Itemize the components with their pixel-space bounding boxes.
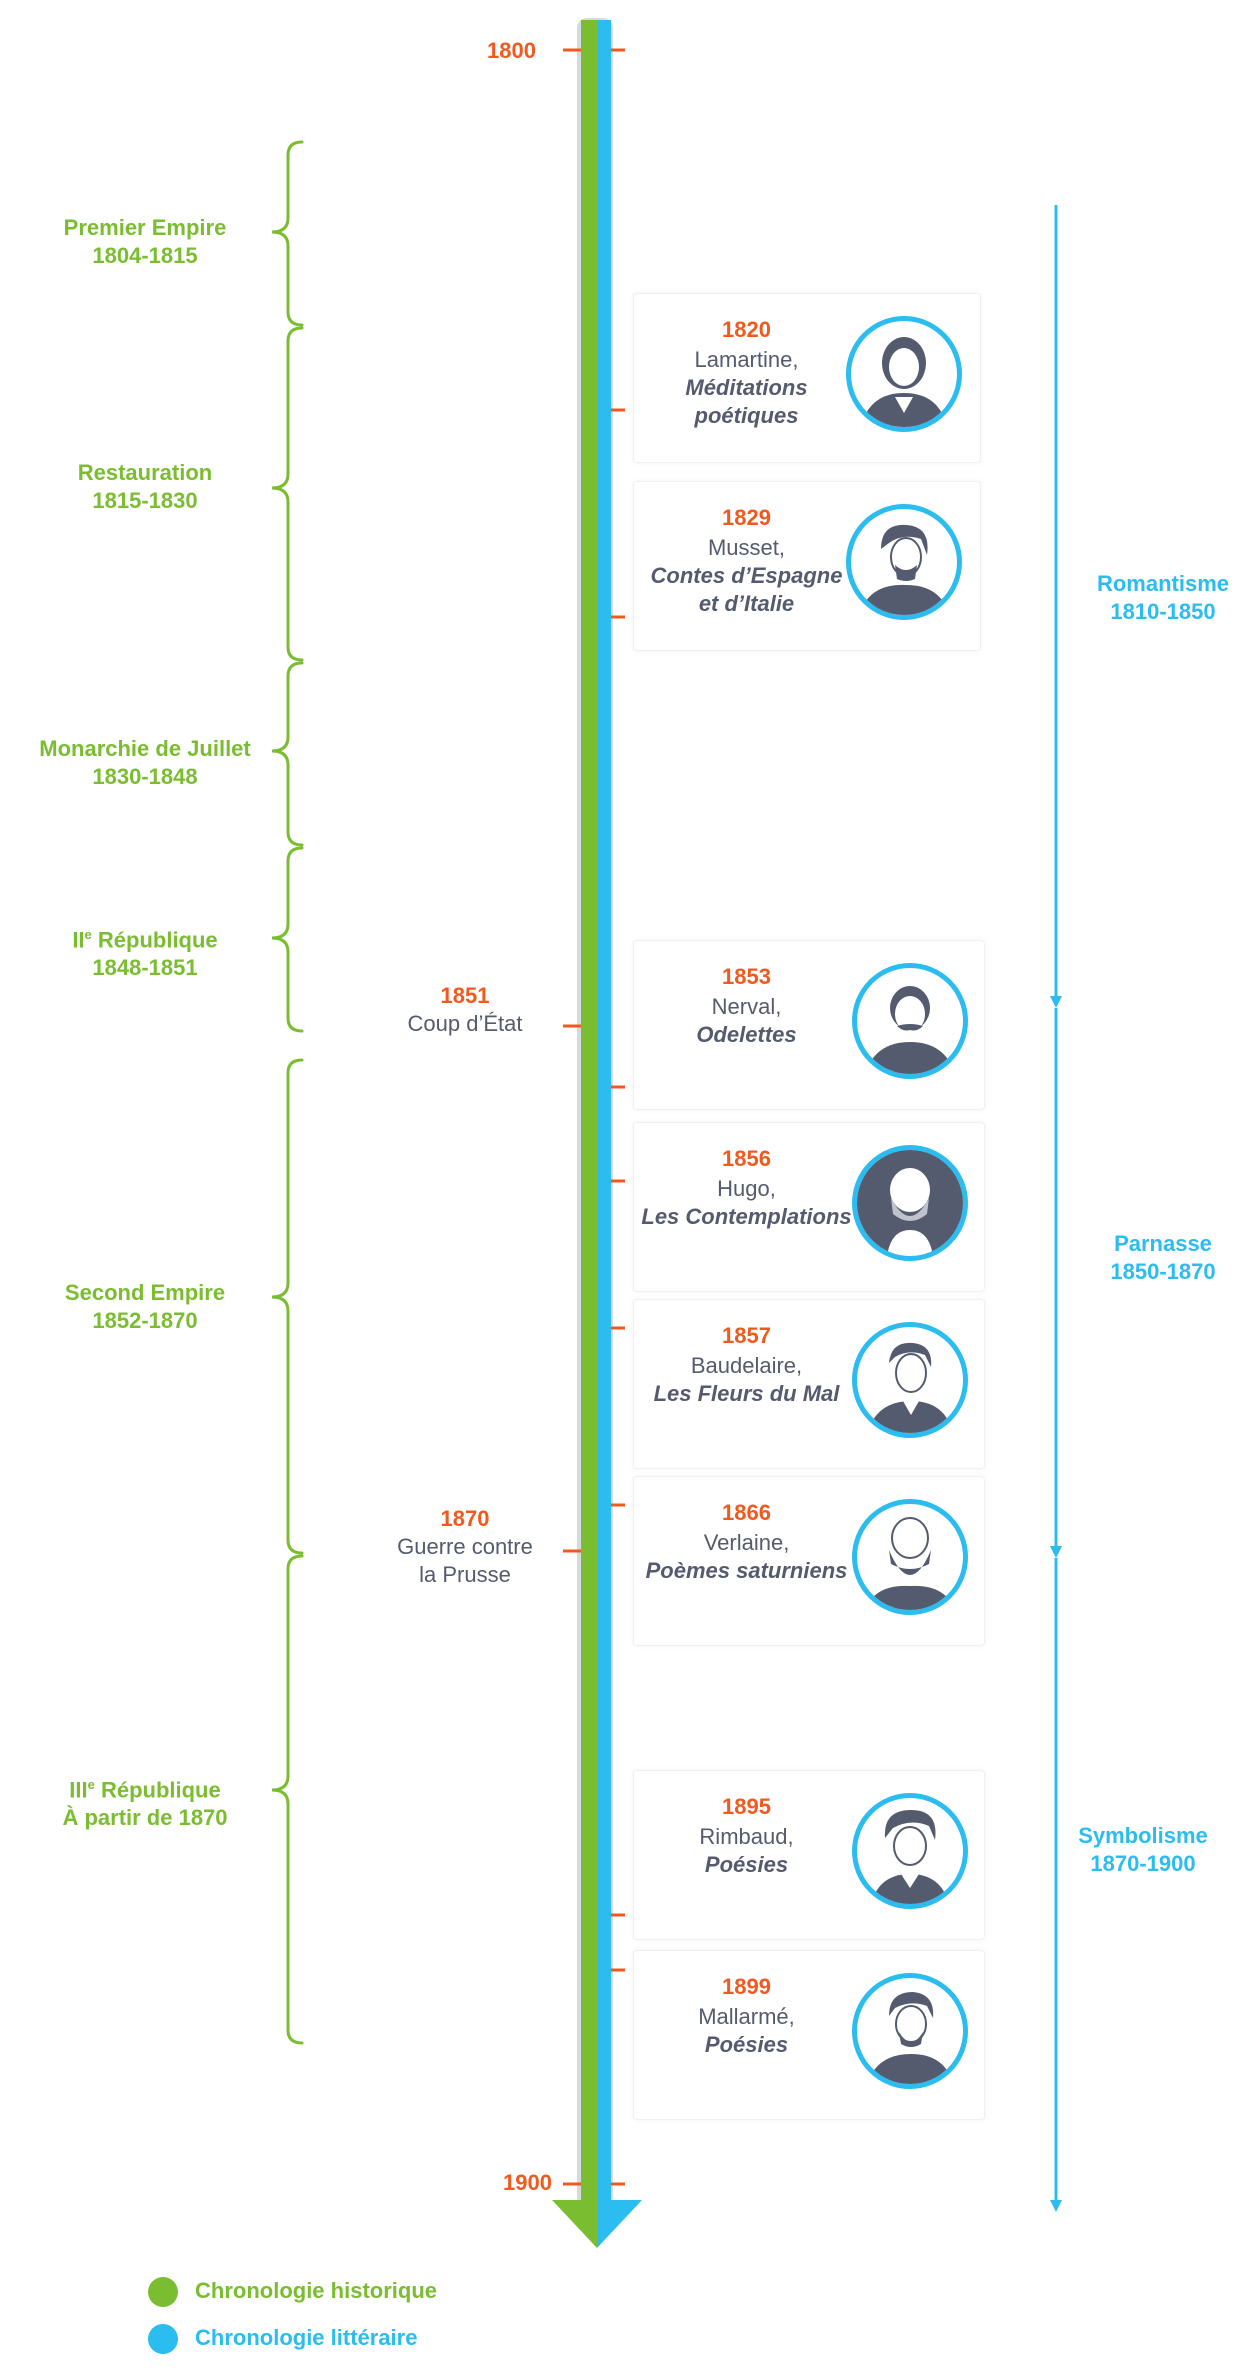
event-guerre-prusse: 1870 Guerre contre la Prusse bbox=[365, 1505, 565, 1589]
movement-symbolisme: Symbolisme 1870-1900 bbox=[1033, 1822, 1253, 1878]
work-title: Poèmes saturniens bbox=[645, 1558, 848, 1583]
period-monarchie-juillet: Monarchie de Juillet 1830-1848 bbox=[20, 735, 270, 791]
movement-romantisme: Romantisme 1810-1850 bbox=[1053, 570, 1256, 626]
portrait-hugo-icon bbox=[852, 1145, 968, 1261]
portrait-baudelaire-icon bbox=[852, 1322, 968, 1438]
event-year: 1851 bbox=[440, 983, 490, 1008]
work-year: 1853 bbox=[722, 964, 771, 989]
period-name: Second Empire bbox=[64, 1280, 226, 1305]
period-name: IIe République bbox=[72, 927, 218, 953]
work-author: Verlaine, bbox=[703, 1530, 790, 1555]
movement-dates: 1870-1900 bbox=[1090, 1851, 1196, 1876]
period-braces bbox=[271, 140, 304, 2045]
event-label: la Prusse bbox=[419, 1562, 511, 1587]
movement-name: Parnasse bbox=[1114, 1231, 1212, 1256]
work-title: Les Contemplations bbox=[641, 1204, 852, 1229]
work-title: poétiques bbox=[694, 403, 799, 428]
portrait-musset-icon bbox=[846, 504, 962, 620]
event-label: Coup d’État bbox=[407, 1011, 523, 1036]
period-premier-empire: Premier Empire 1804-1815 bbox=[20, 214, 270, 270]
work-year: 1829 bbox=[722, 505, 771, 530]
work-year: 1857 bbox=[722, 1323, 771, 1348]
period-dates: 1848-1851 bbox=[92, 955, 198, 981]
work-author: Lamartine, bbox=[694, 347, 799, 372]
work-title: Odelettes bbox=[696, 1022, 797, 1047]
work-author: Rimbaud, bbox=[699, 1824, 794, 1849]
event-year: 1870 bbox=[440, 1506, 490, 1531]
work-title: Contes d’Espagne bbox=[650, 563, 843, 588]
work-card-nerval: 1853 Nerval, Odelettes bbox=[633, 940, 985, 1110]
work-author: Mallarmé, bbox=[698, 2004, 795, 2029]
work-title: Les Fleurs du Mal bbox=[653, 1381, 840, 1406]
period-name: IIIe République bbox=[69, 1777, 221, 1803]
period-restauration: Restauration 1815-1830 bbox=[20, 459, 270, 515]
work-author: Nerval, bbox=[711, 994, 782, 1019]
legend-label-historical: Chronologie historique bbox=[195, 2278, 437, 2303]
period-dates: À partir de 1870 bbox=[62, 1805, 228, 1831]
event-coup-etat: 1851 Coup d’État bbox=[365, 982, 565, 1038]
work-title: et d’Italie bbox=[698, 591, 795, 616]
portrait-verlaine-icon bbox=[852, 1499, 968, 1615]
work-card-musset: 1829 Musset, Contes d’Espagne et d’Itali… bbox=[633, 481, 981, 651]
period-deuxieme-republique: IIe République 1848-1851 bbox=[20, 921, 270, 982]
period-name: Restauration bbox=[77, 460, 213, 485]
movement-dates: 1810-1850 bbox=[1110, 599, 1216, 624]
work-author: Hugo, bbox=[717, 1176, 776, 1201]
period-dates: 1804-1815 bbox=[92, 243, 198, 268]
work-card-hugo: 1856 Hugo, Les Contemplations bbox=[633, 1122, 985, 1292]
portrait-mallarme-icon bbox=[852, 1973, 968, 2089]
period-dates: 1852-1870 bbox=[92, 1308, 198, 1333]
work-year: 1895 bbox=[722, 1794, 771, 1819]
work-title: Méditations bbox=[685, 375, 808, 400]
period-second-empire: Second Empire 1852-1870 bbox=[20, 1279, 270, 1335]
work-year: 1856 bbox=[722, 1146, 771, 1171]
work-author: Baudelaire, bbox=[690, 1353, 803, 1378]
portrait-nerval-icon bbox=[852, 963, 968, 1079]
movement-name: Symbolisme bbox=[1078, 1823, 1208, 1848]
event-label: Guerre contre bbox=[397, 1534, 533, 1559]
movement-dates: 1850-1870 bbox=[1110, 1259, 1216, 1284]
period-dates: 1815-1830 bbox=[92, 488, 198, 513]
movement-name: Romantisme bbox=[1096, 571, 1230, 596]
axis-end-label: 1900 bbox=[503, 2170, 552, 2195]
period-name: Premier Empire bbox=[63, 215, 227, 240]
axis-start-label: 1800 bbox=[487, 38, 536, 63]
legend-dot-historical bbox=[148, 2277, 178, 2307]
legend-label-literary: Chronologie littéraire bbox=[195, 2325, 418, 2350]
work-card-lamartine: 1820 Lamartine, Méditations poétiques bbox=[633, 293, 981, 463]
work-card-baudelaire: 1857 Baudelaire, Les Fleurs du Mal bbox=[633, 1299, 985, 1469]
work-title: Poésies bbox=[704, 2032, 789, 2057]
portrait-rimbaud-icon bbox=[852, 1793, 968, 1909]
period-name: Monarchie de Juillet bbox=[39, 736, 251, 761]
timeline-ticks bbox=[563, 48, 625, 2186]
period-troisieme-republique: IIIe République À partir de 1870 bbox=[20, 1771, 270, 1832]
work-card-mallarme: 1899 Mallarmé, Poésies bbox=[633, 1950, 985, 2120]
movement-arrows bbox=[1050, 205, 1062, 2212]
work-year: 1820 bbox=[722, 317, 771, 342]
work-card-verlaine: 1866 Verlaine, Poèmes saturniens bbox=[633, 1476, 985, 1646]
portrait-lamartine-icon bbox=[846, 316, 962, 432]
work-year: 1866 bbox=[722, 1500, 771, 1525]
work-author: Musset, bbox=[707, 535, 786, 560]
timeline-bar bbox=[552, 18, 642, 2248]
legend-dot-literary bbox=[148, 2324, 178, 2354]
work-title: Poésies bbox=[704, 1852, 789, 1877]
period-dates: 1830-1848 bbox=[92, 764, 198, 789]
work-year: 1899 bbox=[722, 1974, 771, 1999]
work-card-rimbaud: 1895 Rimbaud, Poésies bbox=[633, 1770, 985, 1940]
movement-parnasse: Parnasse 1850-1870 bbox=[1053, 1230, 1256, 1286]
